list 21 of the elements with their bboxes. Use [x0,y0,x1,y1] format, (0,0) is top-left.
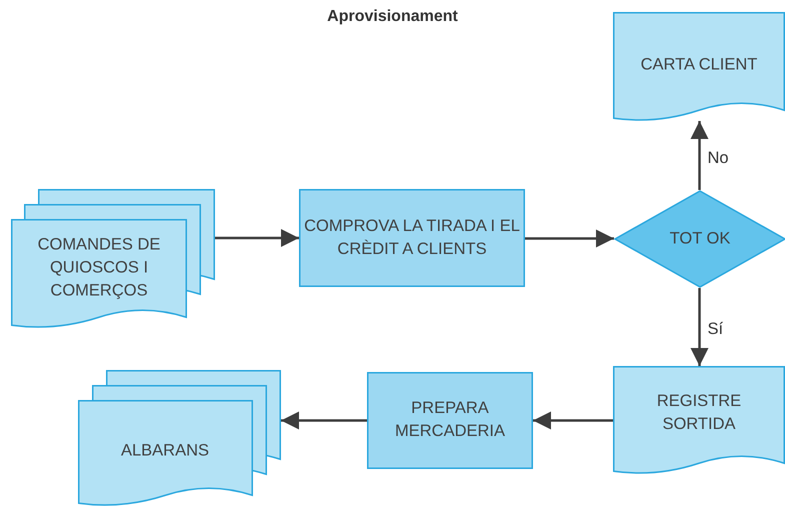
process-box [299,189,525,287]
document-stack [11,189,215,328]
document-shape [613,12,785,121]
node-text: PREPARA MERCADERIA [394,398,506,442]
document-stack [78,370,281,506]
arrow [533,412,613,430]
process-box [367,372,533,469]
arrow [525,230,614,248]
document-shape [613,366,785,474]
node-text: COMPROVA LA TIRADA I EL CRÈDIT A CLIENTS [303,216,521,260]
arrow [281,412,367,430]
node-text: ALBARANS [120,440,210,462]
decision-diamond [614,190,785,288]
diagram-title: Aprovisionament [326,8,459,26]
node-text: TOT OK [668,228,732,250]
arrow [690,121,708,190]
arrow [690,288,708,366]
arrow [215,229,299,247]
node-text: REGISTRE SORTIDA [656,391,742,435]
node-text: COMANDES DE QUIOSCOS I COMERÇOS [36,234,162,302]
node-text: CARTA CLIENT [640,54,758,76]
